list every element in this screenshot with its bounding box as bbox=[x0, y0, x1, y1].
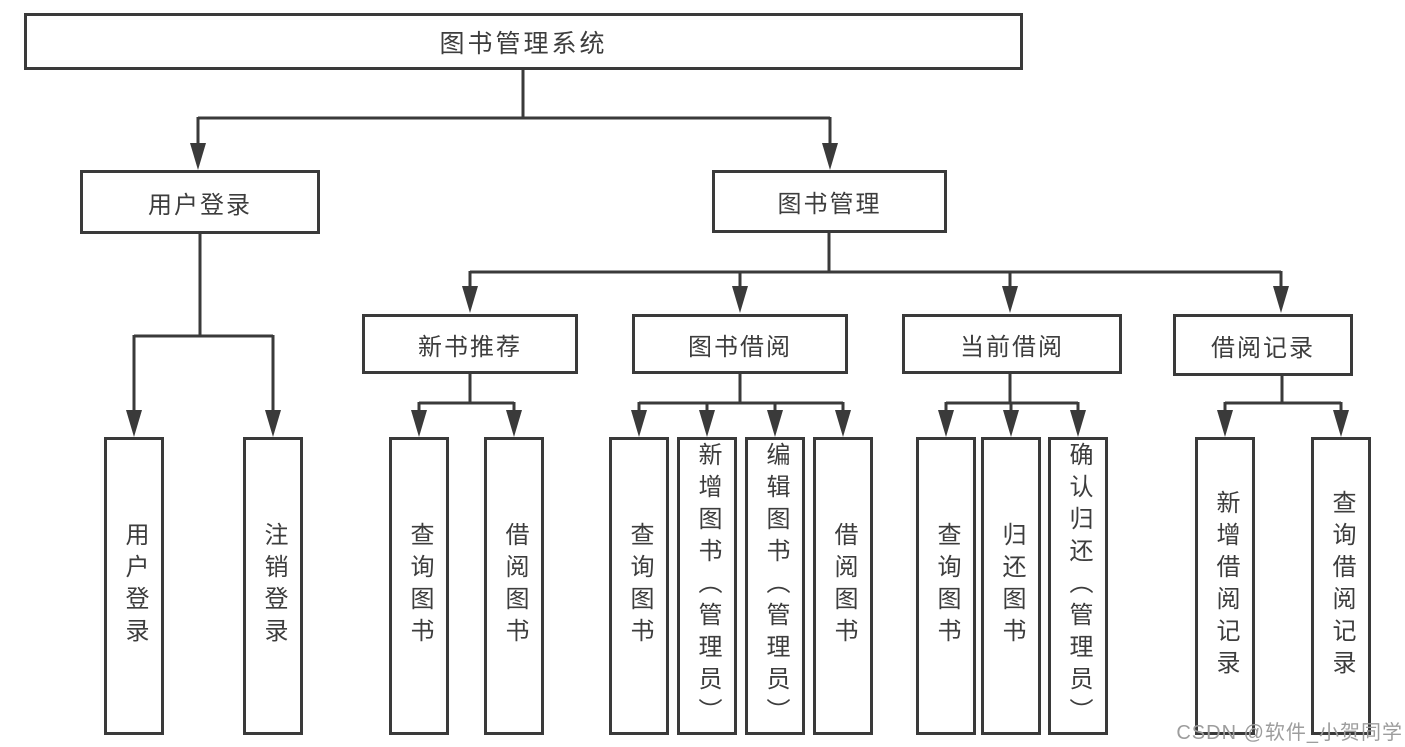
leaf-add-books-admin: 新增图书（管理员） bbox=[677, 437, 737, 735]
node-book-borrowing: 图书借阅 bbox=[632, 314, 848, 374]
root-node-system-title: 图书管理系统 bbox=[24, 13, 1023, 70]
leaf-user-login: 用户登录 bbox=[104, 437, 164, 735]
leaf-return-books: 归还图书 bbox=[981, 437, 1041, 735]
leaf-label: 编辑图书（管理员） bbox=[762, 442, 789, 730]
leaf-label: 借阅图书 bbox=[501, 522, 528, 650]
leaf-borrow-books: 借阅图书 bbox=[813, 437, 873, 735]
node-new-book-recommendation: 新书推荐 bbox=[362, 314, 578, 374]
leaf-label: 查询图书 bbox=[933, 522, 960, 650]
branch-user-login: 用户登录 bbox=[80, 170, 320, 234]
leaf-label: 查询图书 bbox=[406, 522, 433, 650]
leaf-query-borrow-record: 查询借阅记录 bbox=[1311, 437, 1371, 735]
leaf-label: 确认归还（管理员） bbox=[1065, 442, 1092, 730]
leaf-label: 新增图书（管理员） bbox=[694, 442, 721, 730]
leaf-edit-books-admin: 编辑图书（管理员） bbox=[745, 437, 805, 735]
leaf-label: 注销登录 bbox=[260, 522, 287, 650]
leaf-add-borrow-record: 新增借阅记录 bbox=[1195, 437, 1255, 735]
leaf-query-books-borrow: 查询图书 bbox=[609, 437, 669, 735]
branch-book-management: 图书管理 bbox=[712, 170, 947, 233]
leaf-label: 查询图书 bbox=[626, 522, 653, 650]
node-current-borrowing: 当前借阅 bbox=[902, 314, 1122, 374]
node-borrowing-records: 借阅记录 bbox=[1173, 314, 1353, 376]
leaf-label: 归还图书 bbox=[998, 522, 1025, 650]
csdn-watermark: CSDN @软件_小贺同学 bbox=[1176, 722, 1403, 744]
leaf-logout: 注销登录 bbox=[243, 437, 303, 735]
leaf-label: 新增借阅记录 bbox=[1212, 490, 1239, 682]
leaf-confirm-return-admin: 确认归还（管理员） bbox=[1048, 437, 1108, 735]
leaf-label: 查询借阅记录 bbox=[1328, 490, 1355, 682]
leaf-query-books-recommend: 查询图书 bbox=[389, 437, 449, 735]
leaf-query-books-current: 查询图书 bbox=[916, 437, 976, 735]
leaf-borrow-books-recommend: 借阅图书 bbox=[484, 437, 544, 735]
leaf-label: 借阅图书 bbox=[830, 522, 857, 650]
leaf-label: 用户登录 bbox=[121, 522, 148, 650]
